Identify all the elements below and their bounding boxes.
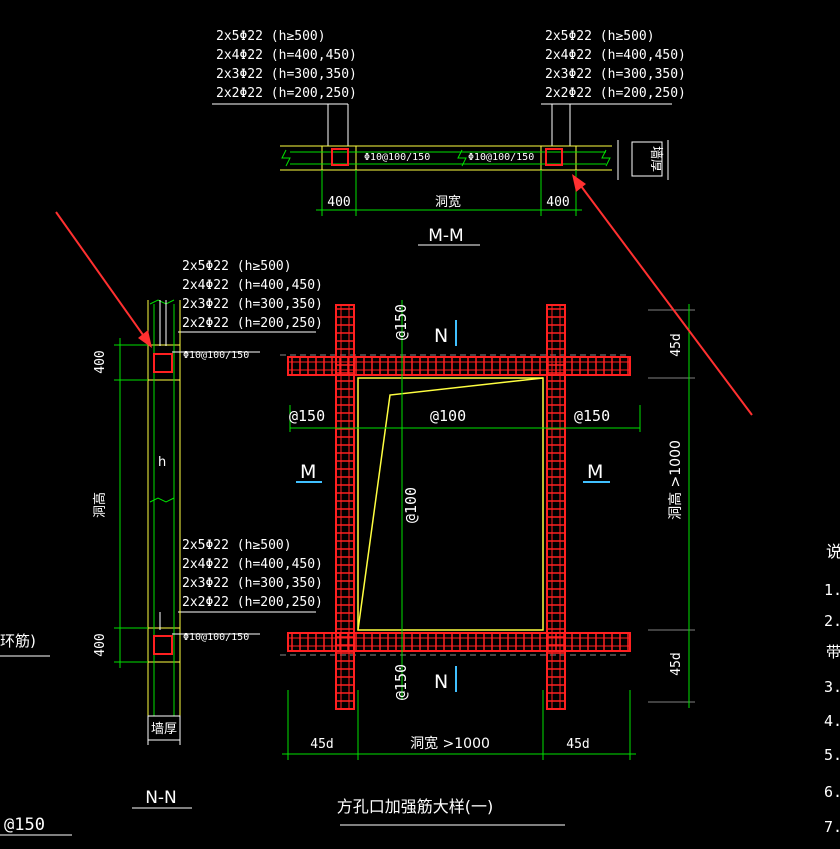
- plan-view: @150 @100 @150 @100 @150 @150 M M N N 45…: [280, 300, 695, 826]
- rebar-table-right-3: 2x3Φ22 (h=300,350): [545, 67, 686, 82]
- section-mark-m-left: M: [300, 461, 316, 483]
- dim-hole-height-nn: 洞高: [92, 492, 108, 518]
- spacing-100-vertical: @100: [402, 487, 420, 523]
- rebar-table-right-2: 2x4Φ22 (h=400,450): [545, 48, 686, 63]
- spacing-150-left: @150: [289, 407, 325, 425]
- section-title-mm: M-M: [428, 226, 463, 246]
- wall-thickness-label-mm: 墙厚: [648, 146, 663, 172]
- rebar-table-left-3: 2x3Φ22 (h=300,350): [216, 67, 357, 82]
- rebar-table-nn-top-2: 2x4Φ22 (h=400,450): [182, 278, 323, 293]
- note-1: 1.: [824, 581, 840, 599]
- note-7: 7.: [824, 818, 840, 836]
- dim-45d-right: 45d: [566, 737, 589, 752]
- hole-outline: [357, 377, 544, 631]
- note-2: 2.: [824, 612, 840, 630]
- rebar-table-nn-bot-3: 2x3Φ22 (h=300,350): [182, 576, 323, 591]
- rebar-table-right-1: 2x5Φ22 (h≥500): [545, 29, 655, 44]
- stirrup-label-nn-top: Φ10@100/150: [183, 350, 249, 361]
- section-mark-m-right: M: [587, 461, 603, 483]
- rebar-table-left-4: 2x2Φ22 (h=200,250): [216, 86, 357, 101]
- left-spacing-text: @150: [4, 815, 45, 835]
- rebar-table-nn-top-4: 2x2Φ22 (h=200,250): [182, 316, 323, 331]
- dim-45d-left: 45d: [310, 737, 333, 752]
- section-nn: 2x5Φ22 (h≥500) 2x4Φ22 (h=400,450) 2x3Φ22…: [92, 259, 323, 809]
- rebar-table-nn-top-3: 2x3Φ22 (h=300,350): [182, 297, 323, 312]
- rebar-vertical-right: [546, 304, 566, 710]
- rebar-horizontal-bottom: [287, 632, 631, 652]
- right-notes: 说 1. 2. 带 3. 4. 5. 6. 7.: [824, 542, 840, 836]
- wall-thickness-label-nn: 墙厚: [151, 722, 177, 737]
- note-6: 6.: [824, 783, 840, 801]
- spacing-150-bottom: @150: [392, 664, 410, 700]
- spacing-150-top: @150: [392, 304, 410, 340]
- spacing-150-right: @150: [574, 407, 610, 425]
- dim-400-nn-top: 400: [93, 350, 108, 373]
- plan-title: 方孔口加强筋大样(一): [337, 797, 494, 816]
- annotation-arrow-right: [572, 174, 753, 416]
- note-4: 4.: [824, 712, 840, 730]
- dim-400-mm-right: 400: [546, 195, 569, 210]
- note-5: 5.: [824, 746, 840, 764]
- stirrup-label-mm-left: Φ10@100/150: [364, 152, 430, 163]
- dim-hole-width-plan: 洞宽 >1000: [410, 735, 490, 752]
- left-cut-content: 环筋) @150: [0, 632, 72, 836]
- rebar-table-nn-bot-4: 2x2Φ22 (h=200,250): [182, 595, 323, 610]
- note-heading: 说: [826, 542, 840, 561]
- dim-400-mm-left: 400: [327, 195, 350, 210]
- spacing-100-horizontal: @100: [430, 407, 466, 425]
- section-mark-n-top: N: [434, 325, 448, 347]
- rebar-table-left-2: 2x4Φ22 (h=400,450): [216, 48, 357, 63]
- rebar-table-nn-bot-1: 2x5Φ22 (h≥500): [182, 538, 292, 553]
- stirrup-label-mm-right: Φ10@100/150: [468, 152, 534, 163]
- dim-400-nn-bot: 400: [93, 633, 108, 656]
- dim-hole-width-mm: 洞宽: [435, 194, 461, 210]
- section-mark-n-bottom: N: [434, 671, 448, 693]
- h-label: h: [158, 455, 166, 470]
- left-ring-text: 环筋): [0, 632, 36, 650]
- dim-hole-height-plan: 洞高 >1000: [667, 440, 684, 520]
- section-mm: 2x5Φ22 (h≥500) 2x4Φ22 (h=400,450) 2x3Φ22…: [212, 29, 686, 246]
- section-title-nn: N-N: [145, 788, 177, 808]
- dim-45d-top: 45d: [669, 333, 684, 356]
- note-3: 3.: [824, 678, 840, 696]
- annotation-arrow-left: [55, 211, 152, 348]
- dim-45d-bottom: 45d: [669, 652, 684, 675]
- stirrup-label-nn-bot: Φ10@100/150: [183, 632, 249, 643]
- rebar-table-nn-top-1: 2x5Φ22 (h≥500): [182, 259, 292, 274]
- rebar-horizontal-top: [287, 356, 631, 376]
- rebar-vertical-left: [335, 304, 355, 710]
- rebar-table-nn-bot-2: 2x4Φ22 (h=400,450): [182, 557, 323, 572]
- rebar-table-right-4: 2x2Φ22 (h=200,250): [545, 86, 686, 101]
- note-2b: 带: [826, 643, 840, 661]
- rebar-table-left-1: 2x5Φ22 (h≥500): [216, 29, 326, 44]
